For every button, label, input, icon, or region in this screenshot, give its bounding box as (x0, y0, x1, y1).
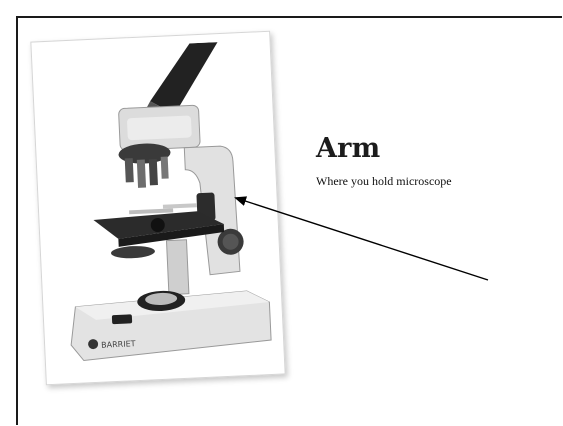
label-title: Arm (316, 133, 380, 164)
label-description: Where you hold microscope (316, 174, 452, 189)
pointer-arrow (236, 198, 488, 280)
